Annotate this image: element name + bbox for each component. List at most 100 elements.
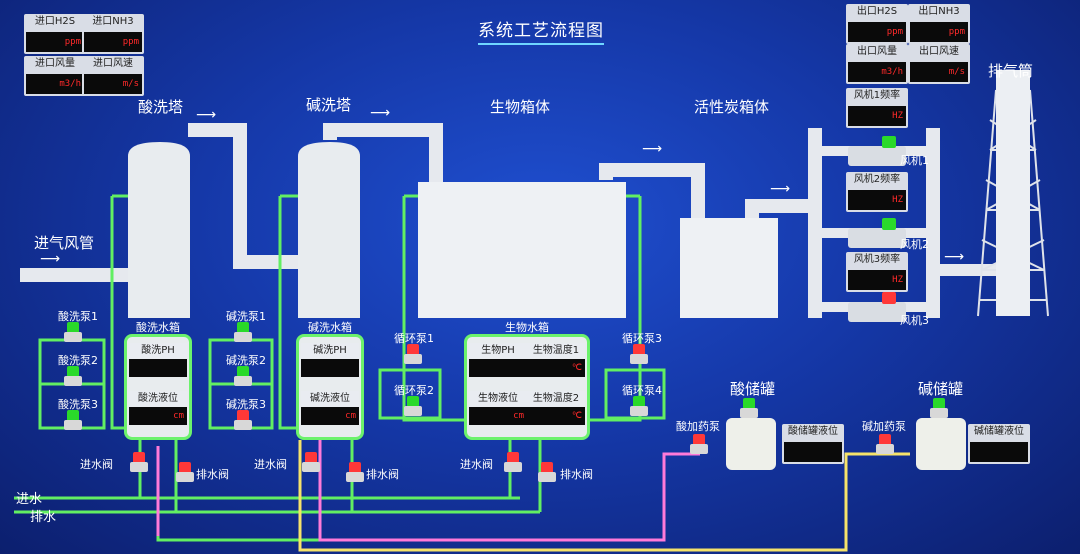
drain-valve1-icon[interactable] xyxy=(176,462,194,482)
fan1-freq-unit: HZ xyxy=(892,111,903,121)
bio-pump4-icon[interactable] xyxy=(630,396,648,416)
bio-level-unit: cm xyxy=(513,411,524,421)
bio-pump1-icon[interactable] xyxy=(404,344,422,364)
bio-level-label: 生物液位 xyxy=(469,391,527,407)
acid-pump3-icon[interactable] xyxy=(64,410,82,430)
fan2-freq-display: HZ xyxy=(848,190,906,210)
acid-dosing-pump-label: 酸加药泵 xyxy=(676,420,720,433)
acid-dosing-pump-icon[interactable] xyxy=(690,434,708,454)
drain-valve3-icon[interactable] xyxy=(538,462,556,482)
alkali-ph-cell: 碱洗PH xyxy=(301,343,359,377)
gas-flow-arrow: ⟶ xyxy=(770,181,791,197)
alkali-level-unit: cm xyxy=(345,411,356,421)
inlet-flow-panel: 进口风量 m3/h xyxy=(24,56,86,96)
drain-valve2-icon[interactable] xyxy=(346,462,364,482)
inlet-valve1-label: 进水阀 xyxy=(80,458,113,471)
alkali-level-cell: 碱洗液位 cm xyxy=(301,391,359,425)
outlet-h2s-panel: 出口H2S ppm xyxy=(846,4,908,44)
acid-ph-cell: 酸洗PH xyxy=(129,343,187,377)
bio-box-label: 生物箱体 xyxy=(490,98,551,116)
acid-tank-title: 酸洗水箱 xyxy=(136,321,180,334)
inlet-valve3-icon[interactable] xyxy=(504,452,522,472)
fan2-freq-panel: 风机2频率 HZ xyxy=(846,172,908,212)
alkali-tower-label: 碱洗塔 xyxy=(306,96,352,114)
fan3-freq-unit: HZ xyxy=(892,275,903,285)
bio-pump4-label: 循环泵4 xyxy=(622,384,662,397)
bio-temp1-unit: ℃ xyxy=(571,363,582,373)
fan3-freq-panel: 风机3频率 HZ xyxy=(846,252,908,292)
fan1-icon[interactable] xyxy=(848,136,918,168)
inlet-speed-panel: 进口风速 m/s xyxy=(82,56,144,96)
inlet-valve3-label: 进水阀 xyxy=(460,458,493,471)
acid-water-tank: 酸洗水箱 酸洗PH 酸洗液位 cm xyxy=(124,321,192,440)
acid-pump2-label: 酸洗泵2 xyxy=(58,354,98,367)
bio-pump3-icon[interactable] xyxy=(630,344,648,364)
alkali-pump2-icon[interactable] xyxy=(234,366,252,386)
bio-pump1-label: 循环泵1 xyxy=(394,332,434,345)
gas-flow-arrow: ⟶ xyxy=(944,249,965,265)
acid-level-cell: 酸洗液位 cm xyxy=(129,391,187,425)
bio-ph-display xyxy=(469,359,527,377)
acid-tower-label: 酸洗塔 xyxy=(138,98,184,116)
inlet-speed-display: m/s xyxy=(84,74,142,94)
outlet-speed-display: m/s xyxy=(910,62,968,82)
inlet-valve1-icon[interactable] xyxy=(130,452,148,472)
alkali-pump2-label: 碱洗泵2 xyxy=(226,354,266,367)
alkali-water-tank: 碱洗水箱 碱洗PH 碱洗液位 cm xyxy=(296,321,364,440)
inlet-nh3-panel: 进口NH3 ppm xyxy=(82,14,144,54)
acid-level-label: 酸洗液位 xyxy=(129,391,187,407)
alkali-storage-level-label: 碱储罐液位 xyxy=(974,426,1024,437)
alkali-storage-level-panel: 碱储罐液位 xyxy=(968,424,1030,464)
bio-pump3-label: 循环泵3 xyxy=(622,332,662,345)
page-title: 系统工艺流程图 xyxy=(478,16,604,45)
alkali-pump3-icon[interactable] xyxy=(234,410,252,430)
bio-level-display: cm xyxy=(469,407,527,425)
bio-temp1-display: ℃ xyxy=(527,359,585,377)
acid-pump1-icon[interactable] xyxy=(64,322,82,342)
fan3-freq-display: HZ xyxy=(848,270,906,290)
inlet-valve2-icon[interactable] xyxy=(302,452,320,472)
bio-pump2-icon[interactable] xyxy=(404,396,422,416)
inlet-h2s-label: 进口H2S xyxy=(34,16,76,27)
outlet-nh3-unit: ppm xyxy=(948,27,965,37)
bio-temp2-unit: ℃ xyxy=(571,411,582,421)
outlet-speed-panel: 出口风速 m/s xyxy=(908,44,970,84)
acid-pump1-label: 酸洗泵1 xyxy=(58,310,98,323)
drain-valve1-label: 排水阀 xyxy=(196,468,229,481)
bio-ph-label: 生物PH xyxy=(469,343,527,359)
outlet-speed-unit: m/s xyxy=(948,67,965,77)
fan3-icon[interactable] xyxy=(848,292,918,324)
alkali-storage-valve-icon[interactable] xyxy=(930,398,948,418)
fan2-icon[interactable] xyxy=(848,218,918,250)
alkali-pump1-icon[interactable] xyxy=(234,322,252,342)
inlet-h2s-display: ppm xyxy=(26,32,84,52)
outlet-nh3-label: 出口NH3 xyxy=(918,6,960,17)
water-out-label: 排水 xyxy=(30,510,57,525)
acid-pump3-label: 酸洗泵3 xyxy=(58,398,98,411)
bio-tank-title: 生物水箱 xyxy=(505,321,549,334)
bio-temp1-cell: 生物温度1 ℃ xyxy=(527,343,585,377)
alkali-pump1-label: 碱洗泵1 xyxy=(226,310,266,323)
water-in-label: 进水 xyxy=(16,492,43,507)
acid-storage-level-display xyxy=(784,442,842,462)
acid-pump2-icon[interactable] xyxy=(64,366,82,386)
bio-temp2-cell: 生物温度2 ℃ xyxy=(527,391,585,425)
carbon-box-label: 活性炭箱体 xyxy=(694,98,770,116)
outlet-h2s-label: 出口H2S xyxy=(856,6,898,17)
acid-storage-valve-icon[interactable] xyxy=(740,398,758,418)
acid-ph-display xyxy=(129,359,187,377)
outlet-flow-panel: 出口风量 m3/h xyxy=(846,44,908,84)
outlet-nh3-display: ppm xyxy=(910,22,968,42)
fan2-label: 风机2 xyxy=(900,238,929,251)
inlet-speed-unit: m/s xyxy=(122,79,139,89)
inlet-speed-label: 进口风速 xyxy=(93,58,133,69)
acid-storage-level-panel: 酸储罐液位 xyxy=(782,424,844,464)
alkali-dosing-pump-icon[interactable] xyxy=(876,434,894,454)
alkali-level-label: 碱洗液位 xyxy=(301,391,359,407)
inlet-flow-arrow: ⟶ xyxy=(40,251,61,267)
drain-valve3-label: 排水阀 xyxy=(560,468,593,481)
acid-ph-label: 酸洗PH xyxy=(129,343,187,359)
outlet-speed-label: 出口风速 xyxy=(919,46,959,57)
inlet-duct-label: 进气风管 xyxy=(34,234,95,252)
